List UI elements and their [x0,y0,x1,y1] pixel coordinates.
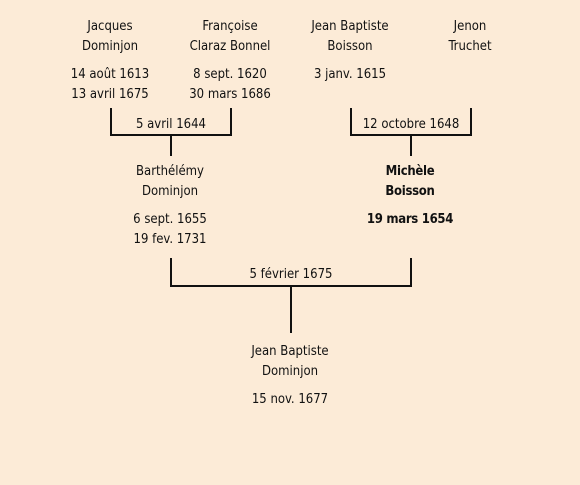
marriage-date-center: 5 février 1675 [249,267,333,282]
dates: 14 août 1613 13 avril 1675 [50,65,170,105]
birth-date: 14 août 1613 [70,67,150,82]
person-barthelemy-dominjon: Barthélémy Dominjon 6 sept. 1655 19 fev.… [110,162,230,250]
connector-line [410,134,412,156]
person-jacques-dominjon: Jacques Dominjon 14 août 1613 13 avril 1… [50,17,170,105]
connector-line [410,258,412,287]
connector-line [170,134,172,156]
first-name: Barthélémy [136,164,204,179]
dates: 6 sept. 1655 19 fev. 1731 [110,210,230,250]
last-name: Dominjon [141,184,199,199]
last-name: Boisson [385,184,435,199]
connector-line [470,108,472,136]
person-jean-baptiste-boisson: Jean Baptiste Boisson 3 janv. 1615 [290,17,410,85]
birth-date: 6 sept. 1655 [133,212,207,227]
first-name: Jacques [87,19,133,34]
person-michele-boisson: Michèle Boisson 19 mars 1654 [350,162,470,230]
birth-date: 19 mars 1654 [366,212,454,227]
marriage-date-right: 12 octobre 1648 [362,117,460,132]
first-name: Françoise [202,19,258,34]
connector-line [110,108,112,136]
person-francoise-claraz-bonnel: Françoise Claraz Bonnel 8 sept. 1620 30 … [170,17,290,105]
person-jenon-truchet: Jenon Truchet [410,17,530,57]
death-date: 13 avril 1675 [71,87,149,102]
last-name: Truchet [448,39,492,54]
first-name: Jenon [453,19,487,34]
birth-date: 3 janv. 1615 [313,67,387,82]
birth-date: 15 nov. 1677 [251,392,329,407]
connector-line [230,108,232,136]
marriage-date-left: 5 avril 1644 [135,117,206,132]
dates: 15 nov. 1677 [230,390,350,410]
connector-line [170,258,172,287]
last-name: Boisson [327,39,373,54]
dates: 8 sept. 1620 30 mars 1686 [170,65,290,105]
connector-line [350,108,352,136]
person-jean-baptiste-dominjon: Jean Baptiste Dominjon 15 nov. 1677 [230,342,350,410]
last-name: Dominjon [261,364,319,379]
first-name: Michèle [385,164,435,179]
last-name: Dominjon [81,39,139,54]
birth-date: 8 sept. 1620 [193,67,267,82]
first-name: Jean Baptiste [251,344,329,359]
connector-line [290,285,292,333]
death-date: 30 mars 1686 [189,87,271,102]
first-name: Jean Baptiste [311,19,389,34]
dates: 3 janv. 1615 [290,65,410,85]
last-name: Claraz Bonnel [189,39,271,54]
dates: 19 mars 1654 [350,210,470,230]
death-date: 19 fev. 1731 [133,232,207,247]
